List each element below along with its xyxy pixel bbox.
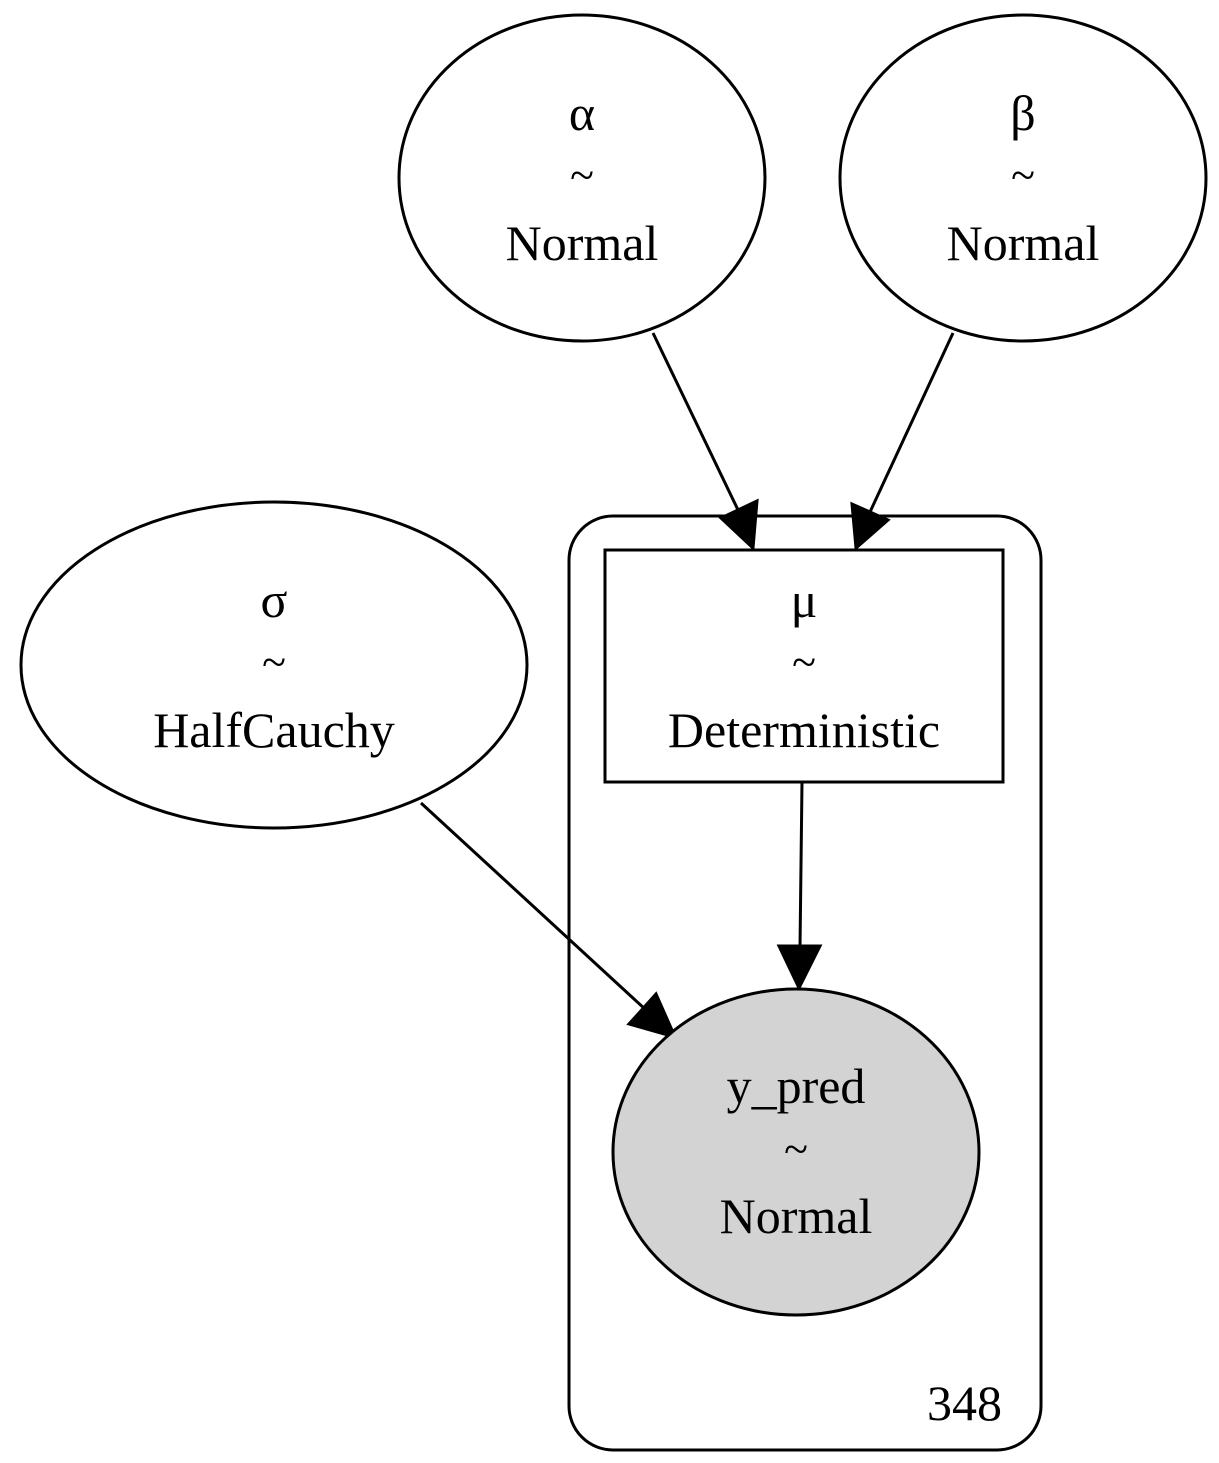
node-sigma-tilde: ~ <box>262 638 286 687</box>
node-alpha-tilde: ~ <box>570 151 594 200</box>
node-mu-dist: Deterministic <box>668 702 940 758</box>
node-alpha-dist: Normal <box>506 215 659 271</box>
node-beta-name: β <box>1010 85 1035 141</box>
node-sigma-dist: HalfCauchy <box>153 702 395 758</box>
node-ypred-name: y_pred <box>727 1058 866 1114</box>
node-sigma-name: σ <box>261 572 288 628</box>
node-beta-dist: Normal <box>947 215 1100 271</box>
plate-frame <box>567 514 1043 1452</box>
node-mu-shape <box>603 548 1005 784</box>
node-mu[interactable]: μ ~ Deterministic <box>603 548 1005 784</box>
node-alpha-shape <box>397 13 767 343</box>
node-beta-shape <box>838 13 1208 343</box>
node-ypred[interactable]: y_pred ~ Normal <box>611 987 981 1317</box>
edge-sigma-to-ypred <box>419 801 678 1040</box>
node-beta[interactable]: β ~ Normal <box>838 13 1208 343</box>
node-sigma[interactable]: σ ~ HalfCauchy <box>19 500 529 830</box>
node-ypred-shape <box>611 987 981 1317</box>
edge-mu-to-ypred <box>776 781 823 992</box>
node-mu-tilde: ~ <box>792 638 816 687</box>
plate-count: 348 <box>927 1375 1002 1431</box>
node-alpha-name: α <box>569 85 595 141</box>
node-alpha[interactable]: α ~ Normal <box>397 13 767 343</box>
node-mu-name: μ <box>791 572 818 628</box>
edge-beta-to-mu <box>850 332 955 552</box>
node-ypred-dist: Normal <box>720 1188 873 1244</box>
node-ypred-tilde: ~ <box>784 1125 808 1174</box>
node-beta-tilde: ~ <box>1011 151 1035 200</box>
node-sigma-shape <box>19 500 529 830</box>
edge-alpha-to-mu <box>651 332 759 552</box>
